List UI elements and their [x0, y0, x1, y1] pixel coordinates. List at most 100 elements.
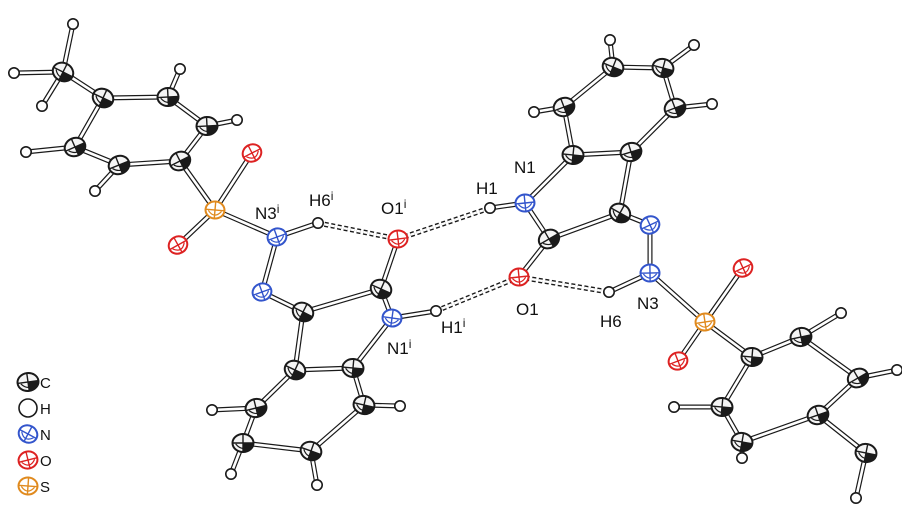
atom-h16: [834, 306, 847, 319]
atom-rc10: [789, 326, 813, 348]
bond-rc1-rc2: [546, 210, 623, 242]
atom-rc5: [663, 97, 687, 119]
oxygen-ellipsoid-icon-shape: [17, 450, 39, 470]
label-h1-sym: H1i: [441, 316, 465, 337]
atom-lh6i: [311, 217, 324, 230]
legend-item-h: H: [18, 398, 51, 418]
label-n1-sym: N1i: [387, 337, 411, 358]
bond-lc8-lc9: [300, 286, 384, 315]
nitrogen-ellipsoid-icon-shape: [17, 424, 39, 444]
atom-h17: [667, 400, 680, 413]
atoms-layer: [8, 17, 902, 504]
hydrogen-bonds-layer: [317, 205, 610, 314]
atom-h4: [174, 62, 187, 75]
bond-rc4-rc2: [617, 149, 634, 216]
bonds-layer: [11, 21, 900, 501]
atom-lc4: [195, 115, 219, 137]
atom-rc15: [854, 442, 878, 464]
atom-ro3: [667, 351, 689, 371]
oxygen-ellipsoid-icon: [17, 450, 39, 470]
label-o1-sym: O1i: [381, 197, 406, 218]
atom-lc12: [244, 397, 268, 419]
atom-rc2: [608, 202, 632, 224]
atom-rn2: [639, 215, 661, 235]
hydrogen-sphere-icon-shape: [18, 398, 38, 418]
legend-label-s: S: [40, 479, 50, 496]
atom-legend: C H N O S: [16, 371, 52, 496]
atom-ro1: [508, 267, 530, 287]
bond-rn3-rs: [647, 270, 708, 325]
atom-h11: [393, 399, 406, 412]
legend-label-n: N: [40, 427, 51, 444]
atom-lc8: [291, 301, 315, 323]
atom-rc14: [730, 431, 754, 453]
atom-rc7: [601, 56, 625, 78]
atom-lc2: [91, 87, 115, 109]
atom-lo2: [167, 235, 189, 255]
atom-rc4: [619, 141, 643, 163]
atom-h3: [35, 100, 48, 113]
atom-h18: [735, 451, 748, 464]
atom-h2: [8, 67, 20, 80]
legend-item-c: C: [16, 371, 51, 393]
bond-ls-ln3: [212, 207, 280, 240]
atom-h10: [310, 478, 323, 491]
atom-rh1: [483, 202, 496, 215]
atom-h15: [705, 98, 718, 111]
atom-lc9: [369, 278, 393, 300]
label-h1: H1: [476, 179, 498, 198]
bond-rs-ro2: [702, 265, 746, 325]
label-n3: N3: [637, 294, 659, 313]
bond-rc10-rc11: [798, 334, 861, 381]
label-n1: N1: [514, 158, 536, 177]
sulfur-ellipsoid-icon: [17, 476, 39, 496]
label-h6-sym: H6i: [309, 189, 333, 210]
atom-lo1i: [387, 229, 409, 249]
bond-rn1-rc3: [522, 152, 576, 206]
atom-h14: [687, 38, 700, 51]
atom-rs: [694, 312, 716, 332]
atom-ln2: [251, 282, 273, 302]
legend-item-s: S: [17, 476, 50, 496]
atom-rn3: [639, 263, 661, 283]
label-n3-sym: N3i: [255, 202, 279, 223]
atom-h19: [849, 491, 862, 504]
legend-label-o: O: [40, 453, 52, 470]
atom-lc1: [51, 61, 75, 83]
atom-lc7: [63, 136, 87, 158]
atom-rh6: [602, 285, 615, 298]
atom-rc1: [537, 228, 561, 250]
nitrogen-ellipsoid-icon: [17, 424, 39, 444]
atom-rc3: [561, 144, 585, 166]
atom-lc3: [156, 86, 180, 108]
atom-ls: [204, 200, 226, 220]
hydrogen-bond-ro1-rh6: [518, 274, 610, 295]
atom-lc13: [231, 433, 255, 453]
hydrogen-bond-lh6i-lo1i: [317, 220, 399, 242]
legend-item-o: O: [17, 450, 52, 470]
atom-lc6: [107, 154, 131, 176]
atom-lc5: [168, 150, 192, 172]
atom-lc14: [299, 440, 323, 462]
bond-rc12-rc14: [739, 412, 821, 445]
atom-lo1: [241, 143, 263, 163]
legend-label-c: C: [40, 375, 51, 392]
bond-lc14-lc15: [308, 402, 367, 454]
label-h6: H6: [600, 312, 622, 331]
atom-lc10: [341, 357, 365, 379]
atom-ro2: [732, 258, 754, 278]
atom-rc12: [806, 404, 830, 426]
atom-h9: [225, 467, 238, 480]
hydrogen-bond-lo1i-rh1: [397, 205, 491, 242]
atom-h20: [891, 364, 902, 376]
label-o1: O1: [516, 300, 539, 319]
atom-rc11: [846, 367, 870, 389]
atom-h8: [206, 403, 219, 416]
atom-lc15: [352, 394, 376, 416]
atom-rc9: [740, 346, 764, 368]
atom-rc13: [710, 396, 734, 418]
atom-lc11: [283, 359, 307, 381]
atom-h1: [67, 17, 80, 30]
atom-h13: [603, 33, 616, 46]
